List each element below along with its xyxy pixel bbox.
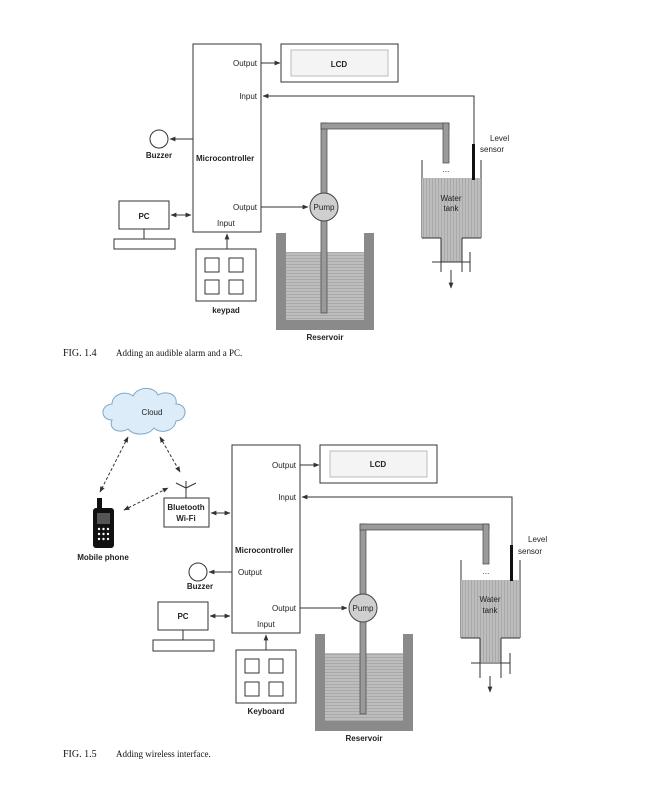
pc-label: PC bbox=[138, 212, 149, 221]
pc: PC bbox=[152, 601, 215, 652]
level-sensor: Level sensor bbox=[510, 535, 547, 581]
water-tank-label-2: tank bbox=[443, 204, 459, 213]
cloud-label: Cloud bbox=[142, 408, 163, 417]
figure-caption: FIG. 1.4 Adding an audible alarm and a P… bbox=[63, 348, 242, 359]
reservoir-label: Reservoir bbox=[346, 734, 383, 743]
pump: Pump bbox=[348, 593, 378, 623]
caption-text: Adding an audible alarm and a PC. bbox=[116, 348, 242, 358]
figure-caption: FIG. 1.5 Adding wireless interface. bbox=[63, 749, 211, 760]
keyboard: Keyboard bbox=[235, 649, 297, 716]
pump: Pump bbox=[309, 192, 339, 222]
svg-text:...: ... bbox=[483, 567, 490, 576]
wireless-module: Bluetooth Wi-Fi bbox=[163, 481, 210, 528]
sensor-signal-line bbox=[262, 93, 475, 144]
water-tank-label-2: tank bbox=[482, 606, 498, 615]
caption-number: FIG. 1.5 bbox=[63, 749, 97, 760]
wireless-label-2: Wi-Fi bbox=[176, 514, 195, 523]
figure-1-5: Cloud Mobile phone Bluetooth Wi-Fi bbox=[63, 387, 547, 760]
level-sensor-label-1: Level bbox=[490, 134, 509, 143]
pump-label: Pump bbox=[353, 604, 374, 613]
buzzer: Buzzer bbox=[187, 562, 213, 591]
port-output-lcd: Output bbox=[272, 461, 297, 470]
pc: PC bbox=[113, 200, 176, 250]
water-tank-label-1: Water bbox=[479, 595, 500, 604]
keypad-label: keypad bbox=[212, 306, 240, 315]
microcontroller-block: Microcontroller Output Input Output Inpu… bbox=[192, 43, 262, 233]
cloud-wireless-link bbox=[159, 436, 181, 473]
lcd-label: LCD bbox=[370, 460, 387, 469]
water-tank-label-1: Water bbox=[440, 194, 461, 203]
buzzer-label: Buzzer bbox=[187, 582, 213, 591]
microcontroller-label: Microcontroller bbox=[235, 546, 293, 555]
cloud-phone-link bbox=[99, 436, 129, 493]
pc-label: PC bbox=[177, 612, 188, 621]
keypad: keypad bbox=[195, 248, 257, 315]
port-output-buzzer: Output bbox=[238, 568, 263, 577]
microcontroller-label: Microcontroller bbox=[196, 154, 254, 163]
mobile-phone-label: Mobile phone bbox=[77, 553, 129, 562]
caption-text: Adding wireless interface. bbox=[116, 749, 211, 759]
level-sensor: Level sensor bbox=[472, 134, 509, 180]
mobile-phone-icon: Mobile phone bbox=[77, 498, 129, 562]
buzzer-label: Buzzer bbox=[146, 151, 172, 160]
port-input-sensor: Input bbox=[278, 493, 297, 502]
cloud: Cloud bbox=[102, 387, 186, 435]
svg-text:...: ... bbox=[443, 165, 450, 174]
level-sensor-label-2: sensor bbox=[518, 547, 542, 556]
port-input-keypad: Input bbox=[217, 219, 236, 228]
water-tank: Water tank bbox=[460, 560, 521, 693]
port-output-pump: Output bbox=[233, 203, 258, 212]
port-input-keyboard: Input bbox=[257, 620, 276, 629]
port-input-sensor: Input bbox=[239, 92, 258, 101]
phone-wireless-link bbox=[123, 487, 169, 511]
reservoir-label: Reservoir bbox=[307, 333, 344, 342]
microcontroller-block: Microcontroller Output Input Output Outp… bbox=[231, 444, 301, 634]
pump-label: Pump bbox=[314, 203, 335, 212]
port-output-lcd: Output bbox=[233, 59, 258, 68]
figure-1-4: Microcontroller Output Input Output Inpu… bbox=[63, 43, 509, 359]
lcd-block: LCD bbox=[280, 43, 399, 83]
level-sensor-label-1: Level bbox=[528, 535, 547, 544]
buzzer: Buzzer bbox=[146, 129, 172, 160]
wireless-label-1: Bluetooth bbox=[167, 503, 204, 512]
keyboard-label: Keyboard bbox=[248, 707, 285, 716]
lcd-label: LCD bbox=[331, 60, 348, 69]
level-sensor-label-2: sensor bbox=[480, 145, 504, 154]
lcd-block: LCD bbox=[319, 444, 438, 484]
water-tank: Water tank bbox=[421, 160, 482, 289]
caption-number: FIG. 1.4 bbox=[63, 348, 97, 359]
port-output-pump: Output bbox=[272, 604, 297, 613]
sensor-signal-line bbox=[301, 494, 513, 545]
